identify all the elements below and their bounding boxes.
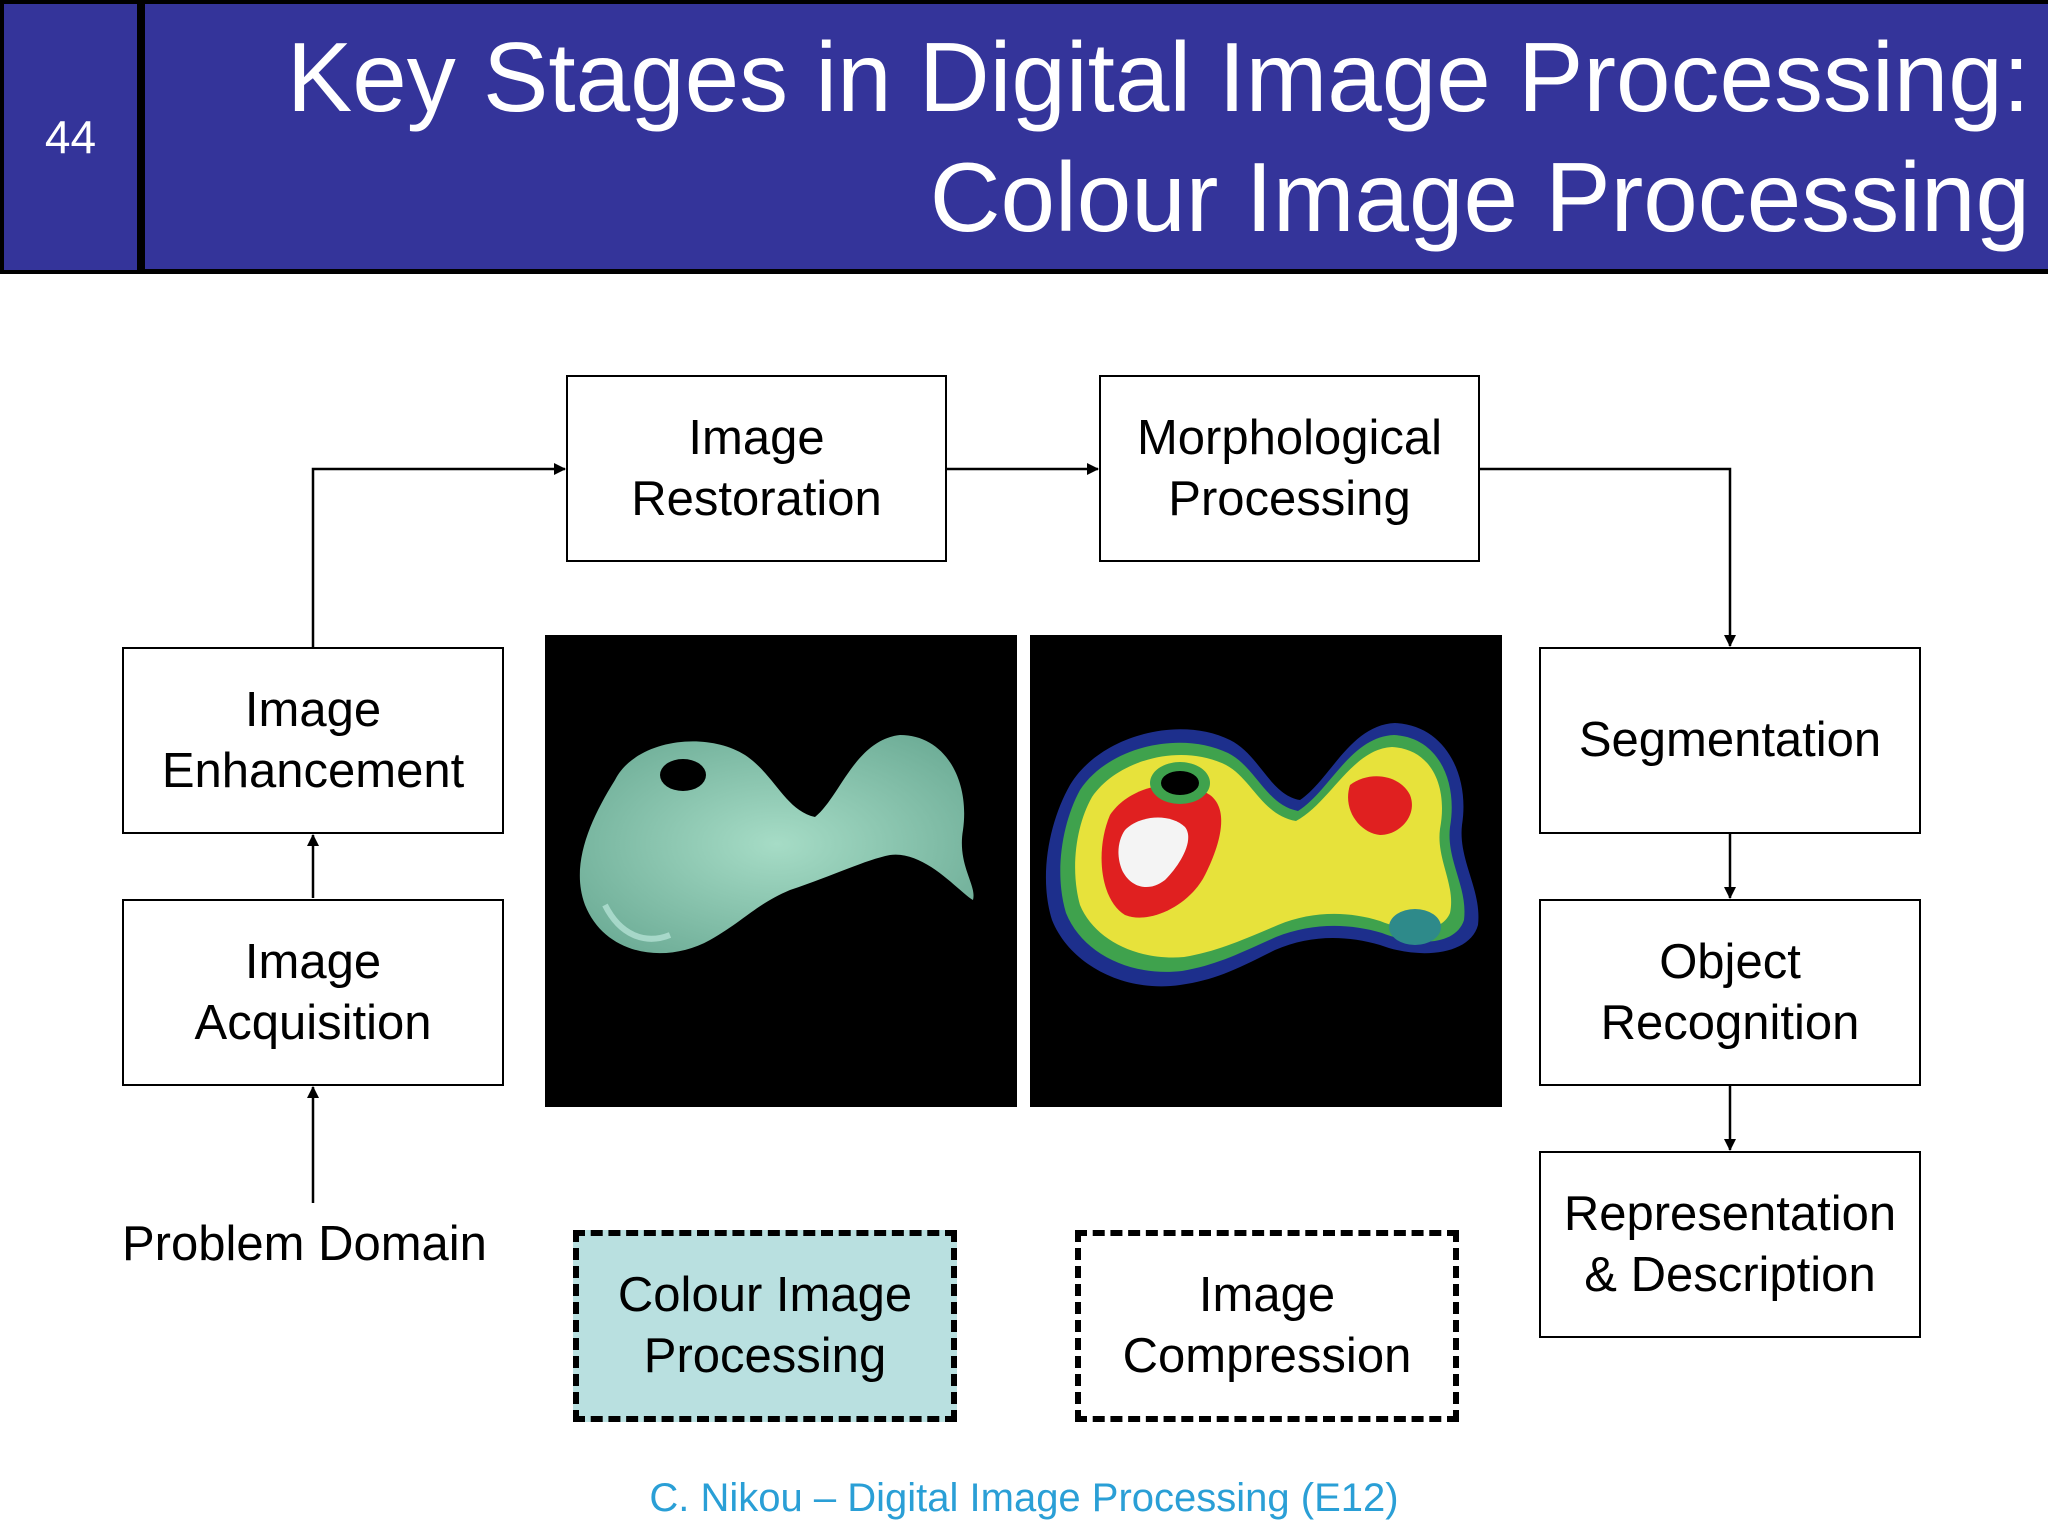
grayscale-scan-image <box>545 635 1017 1107</box>
stage-label-line: Representation <box>1563 1186 1897 1241</box>
stage-label-line: Morphological <box>1136 410 1443 465</box>
stage-label-line: Recognition <box>1600 995 1860 1050</box>
grayscale-scan-shape <box>579 735 974 954</box>
stage-label-line: Image <box>1198 1268 1336 1322</box>
stage-label-line: Object <box>1659 934 1801 989</box>
stage-image-restoration: Image Restoration <box>566 375 947 562</box>
stage-label-line: Segmentation <box>1578 713 1882 767</box>
stage-label-line: Image <box>688 410 825 465</box>
colour-scan-shape <box>1045 723 1479 987</box>
title-bar: Key Stages in Digital Image Processing: … <box>141 0 2048 274</box>
stage-label-line: & Description <box>1584 1247 1876 1302</box>
slide-number-box: 44 <box>0 0 141 274</box>
slide-title-line-2: Colour Image Processing <box>929 141 2030 252</box>
arrow-morphological-to-segmentation <box>1479 467 1736 647</box>
slide-title-line-1: Key Stages in Digital Image Processing: <box>286 21 2030 132</box>
stage-problem-domain: Problem Domain <box>122 1217 487 1271</box>
stage-representation-description: Representation & Description <box>1539 1151 1921 1338</box>
footer-credit: C. Nikou – Digital Image Processing (E12… <box>649 1476 1399 1520</box>
arrow-enhancement-to-restoration <box>311 463 566 647</box>
stage-label-line: Restoration <box>631 471 882 526</box>
stage-label-line: Acquisition <box>194 995 432 1050</box>
stage-label-line: Enhancement <box>161 743 465 798</box>
stage-object-recognition: Object Recognition <box>1539 899 1921 1086</box>
stage-label-line: Processing <box>643 1329 887 1383</box>
stage-label-line: Image <box>244 682 382 737</box>
stage-label-line: Processing <box>1168 471 1411 526</box>
stage-morphological-processing: Morphological Processing <box>1099 375 1480 562</box>
stage-image-acquisition: Image Acquisition <box>122 899 504 1086</box>
stage-image-compression: Image Compression <box>1075 1230 1459 1422</box>
stage-label-line: Compression <box>1122 1329 1412 1383</box>
stage-segmentation: Segmentation <box>1539 647 1921 834</box>
stage-colour-image-processing: Colour Image Processing <box>573 1230 957 1422</box>
slide-number: 44 <box>44 111 97 163</box>
stage-label-line: Image <box>244 934 382 989</box>
stage-image-enhancement: Image Enhancement <box>122 647 504 834</box>
stage-label-line: Colour Image <box>617 1268 913 1322</box>
colour-scan-image <box>1030 635 1502 1107</box>
